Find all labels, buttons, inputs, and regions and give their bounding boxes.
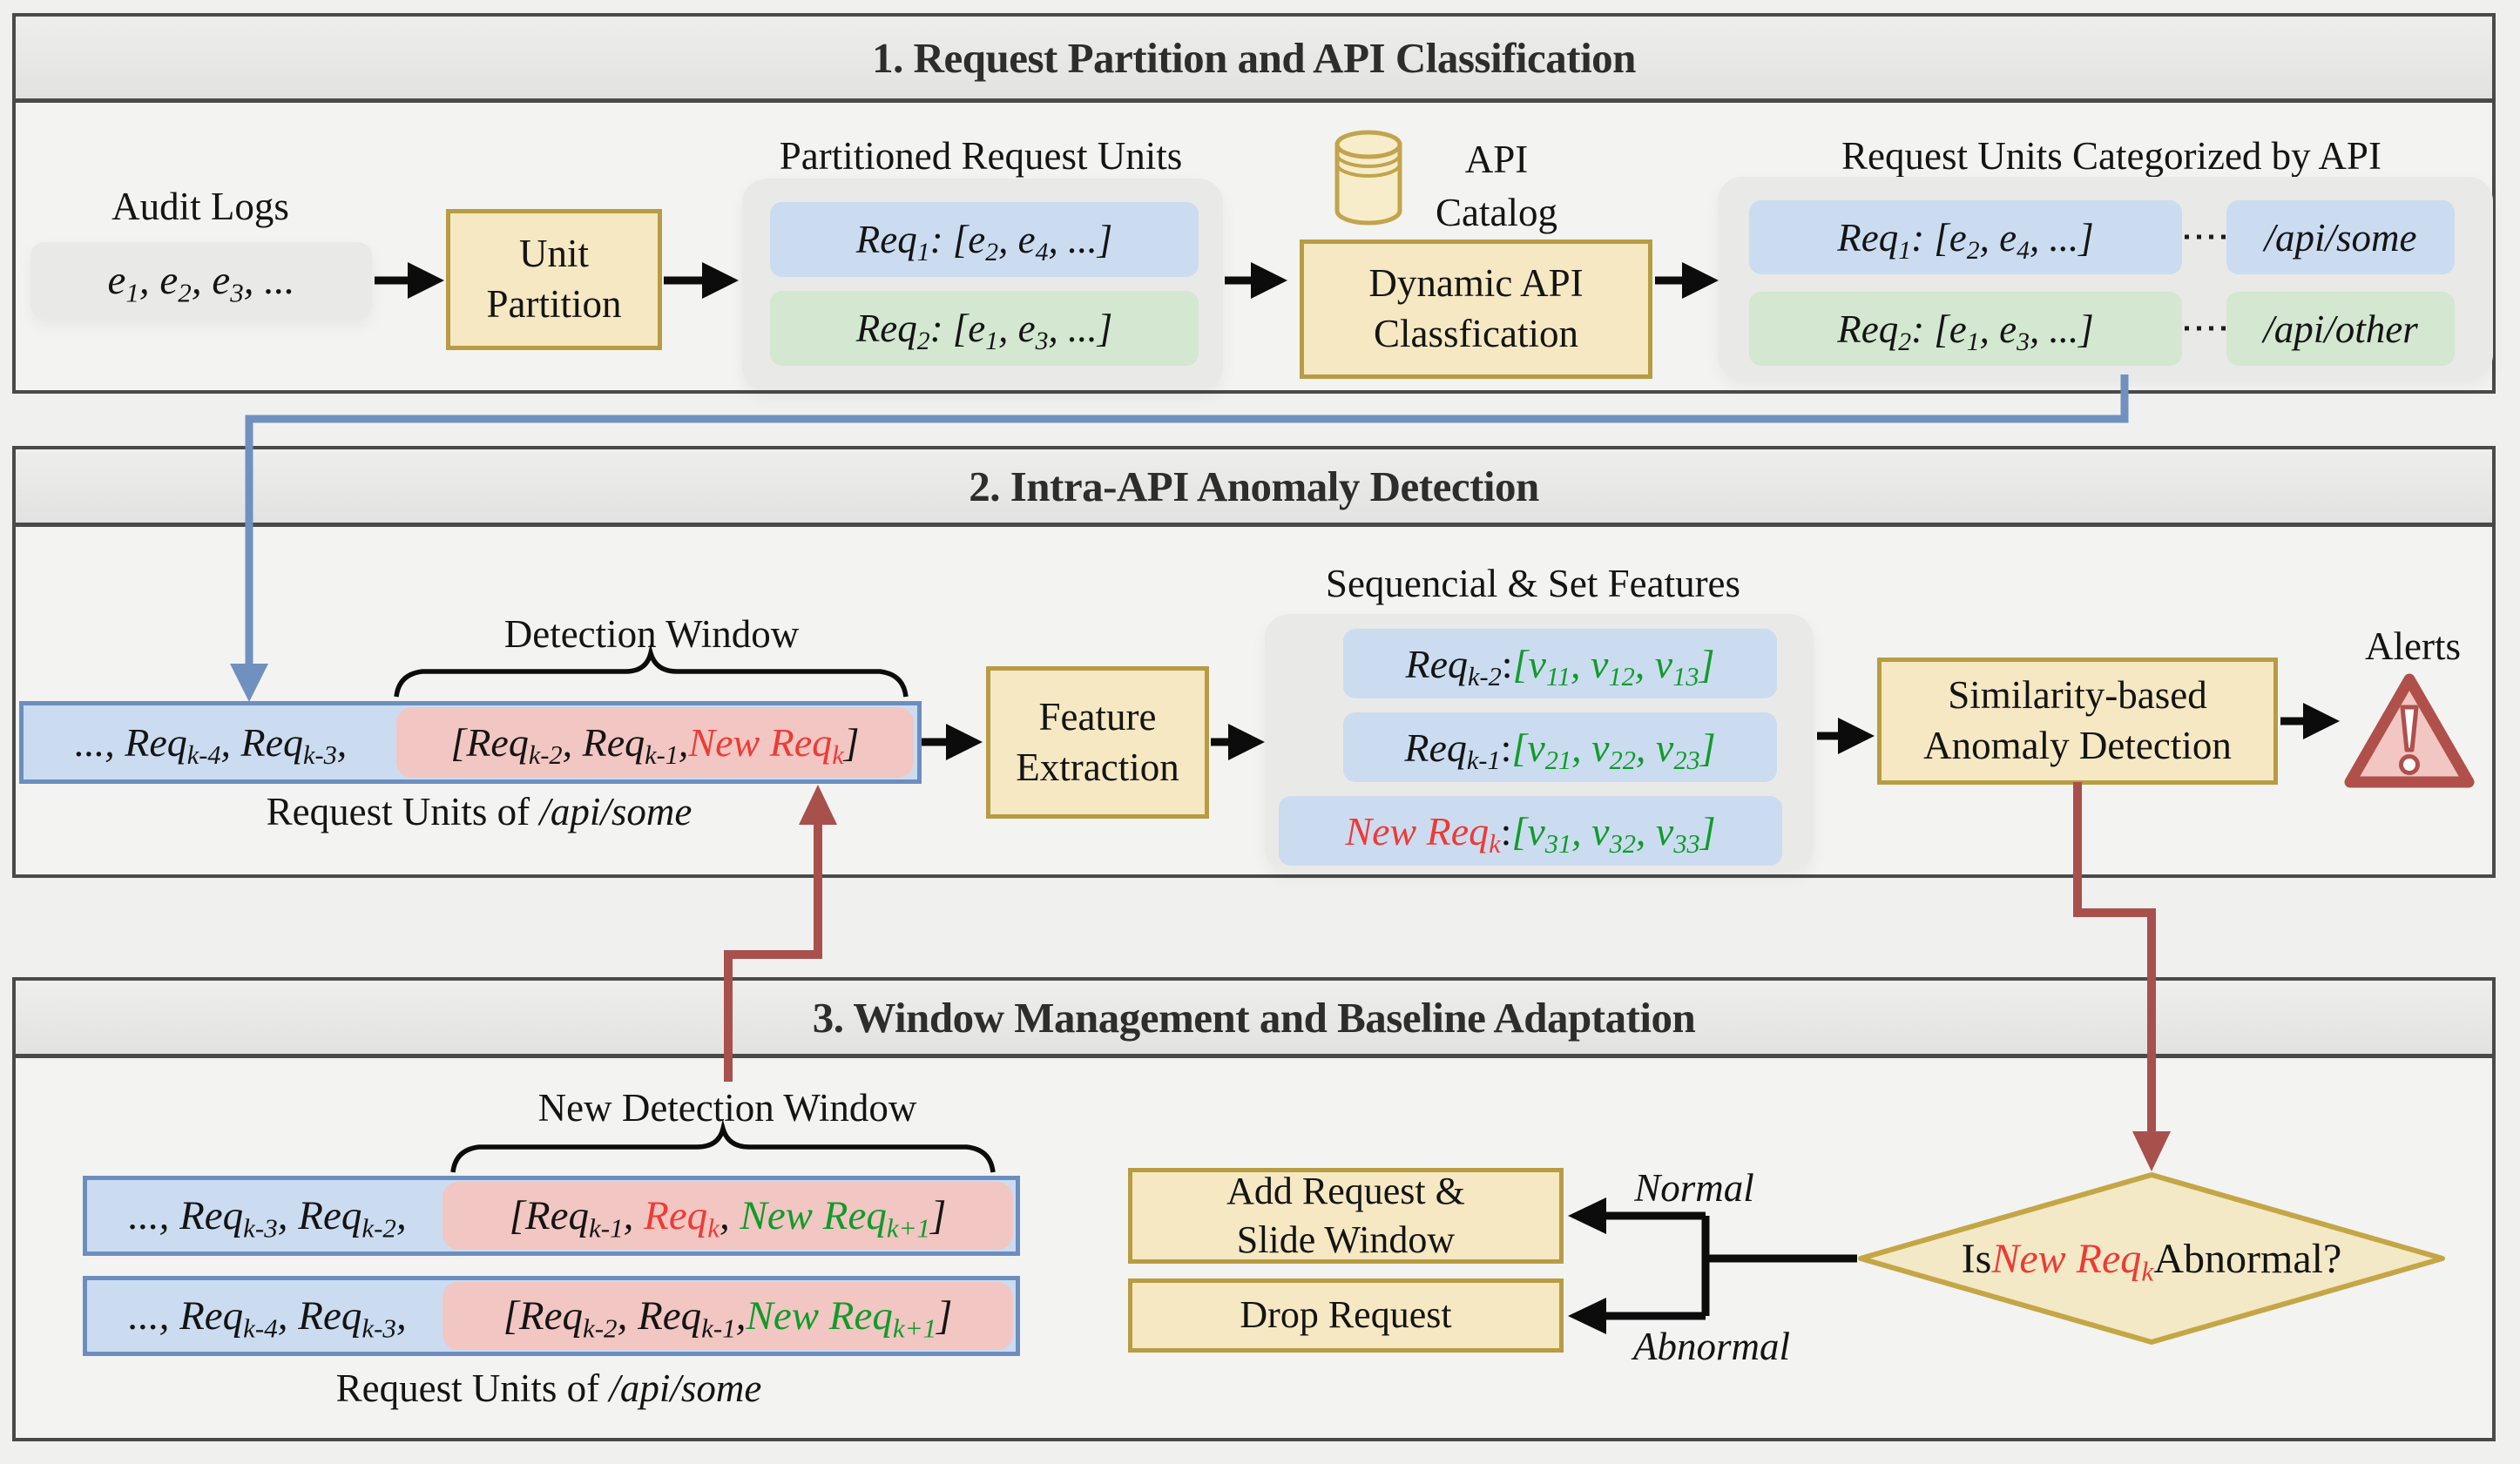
- diamond-question-text: Is New Reqk Abnormal?: [1961, 1235, 2342, 1286]
- feature-vector-row: New Reqk: [v31, v32, v33]: [1279, 796, 1782, 866]
- window-row-outside-text: ..., Reqk-3, Reqk-2,: [128, 1193, 407, 1244]
- abnormal-decision-diamond: Is New Reqk Abnormal?: [1855, 1171, 2448, 1346]
- section-3-title: 3. Window Management and Baseline Adapta…: [812, 993, 1696, 1042]
- diamond-shape: [1858, 1172, 2445, 1345]
- audit-logs-box: e1, e2, e3, ...: [30, 242, 372, 319]
- dynamic-api-classification-box: Dynamic API Classfication: [1300, 240, 1652, 379]
- classifier-line1: Dynamic API: [1368, 261, 1584, 306]
- feature-vector-row: Reqk-2: [v11, v12, v13]: [1343, 629, 1777, 698]
- window-row: ..., Reqk-4, Reqk-3, [Reqk-2, Reqk-1, Ne…: [83, 1276, 1020, 1356]
- api-route-chip: /api/some: [2226, 200, 2455, 274]
- sequencial-set-features-label: Sequencial & Set Features: [1325, 562, 1741, 605]
- audit-events-text: e1, e2, e3, ...: [107, 257, 295, 308]
- window-row-outside-text: ..., Reqk-4, Reqk-3,: [128, 1293, 407, 1344]
- section-1-title: 1. Request Partition and API Classificat…: [872, 33, 1636, 82]
- categorized-units-group: Req1: [e2, e4, ...] /api/some Req2: [e1,…: [1718, 177, 2493, 379]
- add-request-line1: Add Request &: [1226, 1169, 1465, 1212]
- feature-extraction-box: Feature Extraction: [986, 666, 1209, 819]
- request-unit-row: Req1: [e2, e4, ...]: [770, 202, 1199, 277]
- audit-logs-label: Audit Logs: [111, 185, 289, 228]
- drop-request-box: Drop Request: [1128, 1278, 1564, 1353]
- window-row: ..., Reqk-3, Reqk-2, [Reqk-1, Reqk, New …: [83, 1176, 1020, 1256]
- request-units-of-api-label: Request Units of /api/some: [266, 790, 692, 833]
- section-2-header: 2. Intra-API Anomaly Detection: [16, 449, 2492, 527]
- detection-window-box: ..., Reqk-4, Reqk-3, [Reqk-2, Reqk-1, Ne…: [19, 701, 922, 784]
- request-unit-row: Req2: [e1, e3, ...]: [1749, 292, 2182, 366]
- api-catalog-label: API Catalog: [1418, 133, 1575, 240]
- abnormal-label: Abnormal: [1633, 1325, 1790, 1368]
- feature-line2: Extraction: [1016, 745, 1179, 789]
- section-3-header: 3. Window Management and Baseline Adapta…: [16, 981, 2492, 1058]
- section-2-title: 2. Intra-API Anomaly Detection: [969, 462, 1539, 510]
- warning-triangle-icon: [2344, 673, 2475, 788]
- new-detection-window-label: New Detection Window: [537, 1086, 917, 1130]
- unit-partition-line1: Unit: [518, 232, 589, 276]
- unit-partition-line2: Partition: [486, 282, 622, 326]
- detection-window-inside-box: [Reqk-2, Reqk-1, New Reqk]: [396, 707, 914, 778]
- classifier-line2: Classfication: [1374, 312, 1578, 355]
- features-group: Reqk-2: [v11, v12, v13] Reqk-1: [v21, v2…: [1265, 614, 1814, 871]
- similarity-line2: Anomaly Detection: [1923, 724, 2232, 767]
- similarity-line1: Similarity-based: [1948, 673, 2207, 718]
- request-unit-row: Req1: [e2, e4, ...]: [1749, 200, 2182, 274]
- section-1-header: 1. Request Partition and API Classificat…: [16, 17, 2492, 103]
- api-route-chip: /api/other: [2226, 292, 2455, 366]
- api-catalog-line1: API: [1464, 138, 1529, 181]
- window-outside-text: ..., Reqk-4, Reqk-3,: [74, 720, 348, 771]
- partitioned-units-label: Partitioned Request Units: [779, 134, 1183, 178]
- unit-partition-box: Unit Partition: [446, 209, 662, 350]
- similarity-detection-box: Similarity-based Anomaly Detection: [1877, 658, 2278, 785]
- add-request-box: Add Request & Slide Window: [1128, 1168, 1564, 1264]
- alerts-label: Alerts: [2365, 624, 2461, 668]
- window-row-inside-box: [Reqk-2, Reqk-1, New Reqk+1]: [443, 1282, 1013, 1350]
- partitioned-units-group: Req1: [e2, e4, ...] Req2: [e1, e3, ...]: [742, 179, 1223, 390]
- drop-request-label: Drop Request: [1240, 1293, 1452, 1337]
- window-row-inside-box: [Reqk-1, Reqk, New Reqk+1]: [443, 1182, 1013, 1250]
- detection-window-label: Detection Window: [503, 612, 800, 656]
- normal-label: Normal: [1634, 1166, 1754, 1210]
- request-units-of-api-label: Request Units of /api/some: [335, 1366, 762, 1410]
- categorized-units-label: Request Units Categorized by API: [1841, 134, 2382, 178]
- api-catalog-line2: Catalog: [1436, 190, 1557, 234]
- add-request-line2: Slide Window: [1236, 1218, 1456, 1261]
- request-unit-row: Req2: [e1, e3, ...]: [770, 291, 1199, 366]
- feature-line1: Feature: [1038, 694, 1157, 739]
- feature-vector-row: Reqk-1: [v21, v22, v23]: [1343, 712, 1777, 782]
- database-cylinder-icon: [1334, 130, 1402, 226]
